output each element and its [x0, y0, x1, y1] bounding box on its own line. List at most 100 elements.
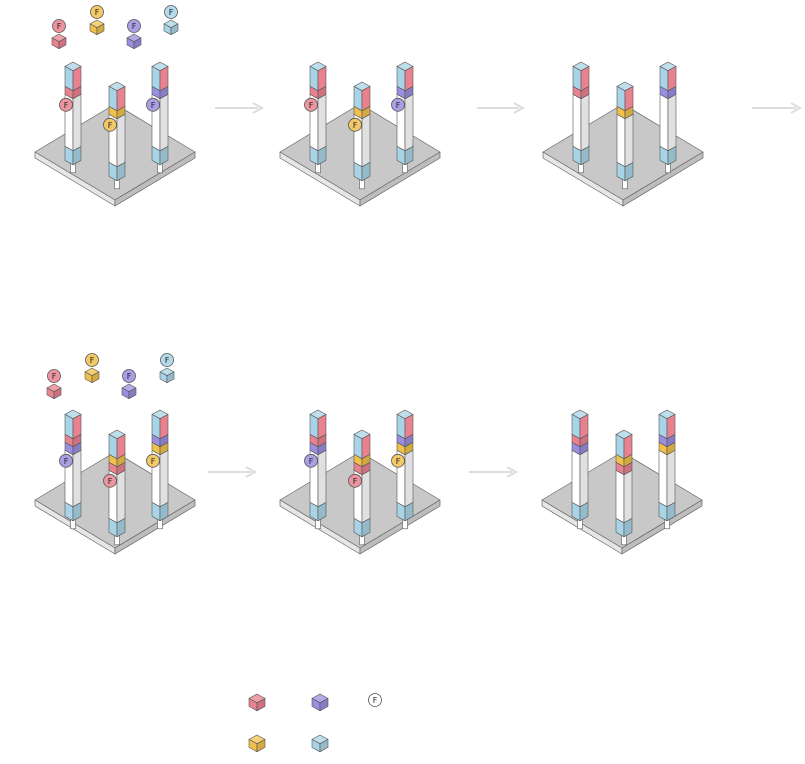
- pillar-1: [571, 409, 589, 530]
- arrow-right: [215, 102, 265, 114]
- pillar-2: [616, 81, 634, 190]
- legend-cube-pink: [248, 693, 266, 712]
- pillar-2: [615, 429, 633, 546]
- pillar-cap: [64, 413, 82, 440]
- stage-1: F F F: [34, 61, 196, 207]
- flag-letter: F: [165, 356, 170, 365]
- cube-blue: [163, 19, 179, 36]
- flag-letter: F: [64, 101, 69, 110]
- pillar-1: [64, 61, 82, 174]
- flag-letter: F: [95, 8, 100, 17]
- pillar-1: [309, 409, 327, 530]
- flag-letter: F: [309, 457, 314, 466]
- pillar-cap: [572, 65, 590, 92]
- cube-yellow: [84, 367, 100, 384]
- pillar-base: [616, 162, 634, 182]
- legend-flag-icon: F: [368, 693, 382, 707]
- pillar-2: [353, 429, 371, 546]
- pillar-2: [108, 81, 126, 190]
- pillar-3: [396, 409, 414, 530]
- tip-segment-yellow: [108, 454, 126, 468]
- pillar-cap: [615, 433, 633, 460]
- pillar-base: [151, 146, 169, 166]
- pillar-body: [571, 450, 589, 508]
- pillar-body: [353, 470, 371, 524]
- block-blue: F: [159, 353, 175, 384]
- pillar-body: [572, 94, 590, 152]
- flag-letter: F: [127, 372, 132, 381]
- pillar-base: [353, 518, 371, 538]
- flag-letter: F: [396, 101, 401, 110]
- flag-letter: F: [151, 457, 156, 466]
- flag-purple: F: [391, 97, 405, 112]
- flag-letter: F: [396, 457, 401, 466]
- arrow-right: [477, 102, 526, 114]
- flag-yellow: F: [348, 117, 362, 132]
- pillar-base: [151, 502, 169, 522]
- pillar-base: [615, 518, 633, 538]
- flag-letter: F: [64, 457, 69, 466]
- legend-cube-blue: [311, 734, 329, 753]
- pillar-3: [396, 61, 414, 174]
- flag-pink: F: [103, 473, 117, 488]
- flag-letter: F: [353, 121, 358, 130]
- flag-letter: F: [52, 372, 57, 381]
- flag-letter: F: [169, 8, 174, 17]
- legend-cube-yellow: [248, 734, 266, 753]
- flag-blue: F: [160, 353, 174, 367]
- block-pink: F: [51, 19, 67, 50]
- stage-3: [541, 409, 703, 555]
- pillar-2: [353, 81, 371, 190]
- arrow-right: [208, 466, 258, 478]
- legend-cube-purple: [311, 693, 329, 712]
- stage-2: F F F: [279, 409, 441, 555]
- process-arrows: [208, 102, 803, 478]
- stage-2: F F F: [279, 61, 441, 207]
- flag-letter: F: [151, 101, 156, 110]
- pillar-body: [659, 94, 677, 152]
- legend: F: [248, 693, 382, 753]
- pillar-base: [108, 162, 126, 182]
- pillar-base: [309, 146, 327, 166]
- flag-purple: F: [146, 97, 160, 112]
- pillar-cap: [571, 413, 589, 440]
- pillar-cap: [658, 413, 676, 440]
- pillar-base: [396, 502, 414, 522]
- pillar-cap: [108, 433, 126, 460]
- block-blue: F: [163, 5, 179, 36]
- flag-letter: F: [309, 101, 314, 110]
- flag-letter: F: [132, 22, 137, 31]
- pillar-3: [658, 409, 676, 530]
- loose-building-blocks: F F F F: [51, 5, 179, 50]
- flag-purple: F: [122, 369, 136, 383]
- cube-yellow: [89, 19, 105, 36]
- flag-letter: F: [57, 22, 62, 31]
- pillar-body: [615, 470, 633, 524]
- pillar-base: [572, 146, 590, 166]
- flag-yellow: F: [103, 117, 117, 132]
- pillar-cap: [659, 65, 677, 92]
- pillar-cap: [616, 85, 634, 112]
- pillar-base: [659, 146, 677, 166]
- tip-segment-purple: [396, 434, 414, 448]
- pillar-base: [64, 502, 82, 522]
- block-pink: F: [46, 369, 62, 400]
- pillar-base: [64, 146, 82, 166]
- flag-purple: F: [304, 453, 318, 468]
- pillar-base: [658, 502, 676, 522]
- flag-yellow: F: [391, 453, 405, 468]
- row-1-cycle: F F F F F F F F F F: [34, 5, 704, 207]
- pillar-1: [309, 61, 327, 174]
- pillar-base: [571, 502, 589, 522]
- cube-pink: [46, 383, 62, 400]
- flag-pink: F: [348, 473, 362, 488]
- tip-segment-yellow: [151, 442, 169, 456]
- flag-pink: F: [304, 97, 318, 112]
- flag-blue: F: [164, 5, 178, 19]
- tip-segment-purple: [396, 86, 414, 100]
- pillar-3: [151, 409, 169, 530]
- flag-letter: F: [353, 477, 358, 486]
- pillar-cap: [108, 85, 126, 112]
- cube-pink: [51, 33, 67, 50]
